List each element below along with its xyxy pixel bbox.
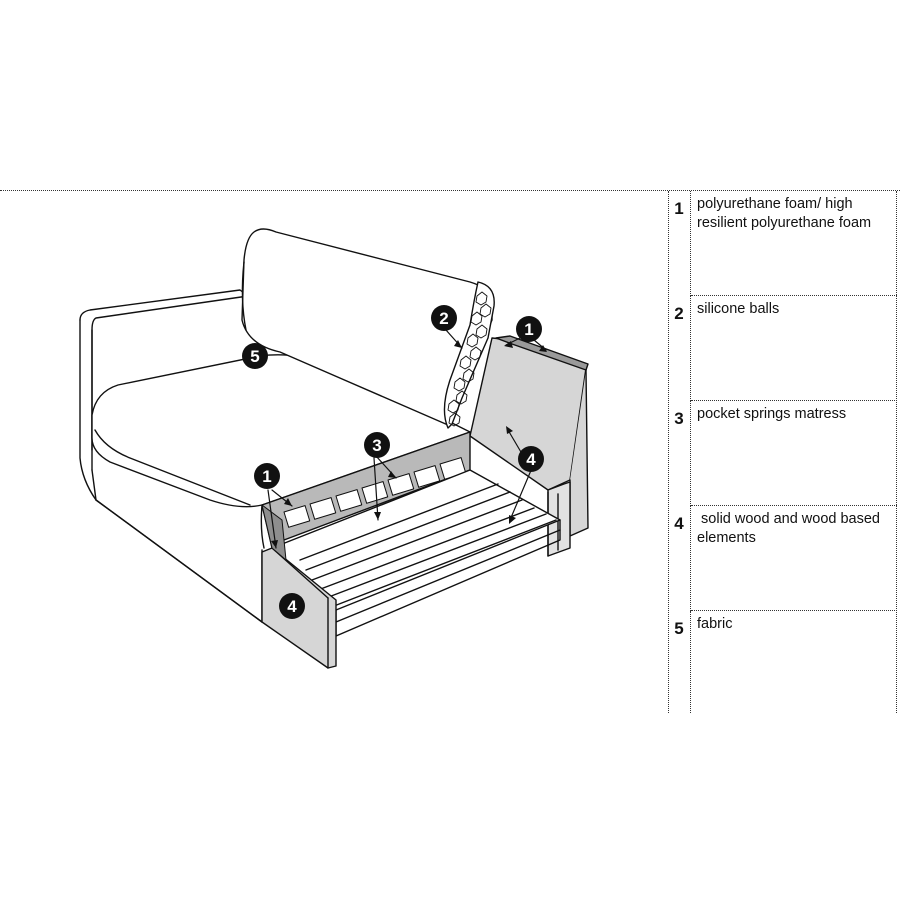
callout-badge-2: 2: [431, 305, 457, 331]
callout-number: 1: [524, 320, 533, 339]
top-dotted-rule: [0, 190, 900, 191]
legend-number: 2: [668, 296, 691, 401]
callout-badge-5: 5: [242, 343, 268, 369]
callout-badge-1-front: 1: [254, 463, 280, 489]
slatted-base: [271, 469, 561, 637]
materials-legend: 1 polyurethane foam/ high resilient poly…: [668, 191, 897, 713]
legend-separator: [691, 295, 897, 296]
callout-number: 4: [287, 597, 297, 616]
legend-number: 5: [668, 611, 691, 713]
legend-separator: [691, 400, 897, 401]
legend-label: fabric: [697, 616, 733, 632]
legend-number: 1: [668, 191, 691, 296]
legend-label: silicone balls: [697, 301, 780, 317]
legend-row-3: 3 pocket springs matress: [668, 401, 897, 506]
legend-separator: [691, 610, 897, 611]
legend-row-2: 2 silicone balls: [668, 296, 897, 401]
legend-label: solid wood and wood based elements: [697, 511, 885, 546]
legend-right-border: [896, 191, 897, 713]
legend-label: pocket springs matress: [697, 406, 847, 422]
legend-row-4: 4 solid wood and wood based elements: [668, 506, 897, 611]
callout-number: 3: [372, 436, 381, 455]
legend-row-1: 1 polyurethane foam/ high resilient poly…: [668, 191, 897, 296]
callout-badge-1-top: 1: [516, 316, 542, 342]
legend-row-5: 5 fabric: [668, 611, 897, 713]
legend-separator: [691, 505, 897, 506]
callout-badge-4-front: 4: [279, 593, 305, 619]
callout-badge-4-inner: 4: [518, 446, 544, 472]
callout-number: 5: [250, 347, 259, 366]
silicone-core: [443, 281, 495, 429]
callout-number: 4: [526, 450, 536, 469]
callout-number: 1: [262, 467, 271, 486]
callout-badge-3: 3: [364, 432, 390, 458]
legend-label: polyurethane foam/ high resilient polyur…: [697, 196, 872, 231]
legend-number: 3: [668, 401, 691, 506]
legend-left-border: [668, 191, 669, 713]
callout-number: 2: [439, 309, 448, 328]
legend-number: 4: [668, 506, 691, 611]
